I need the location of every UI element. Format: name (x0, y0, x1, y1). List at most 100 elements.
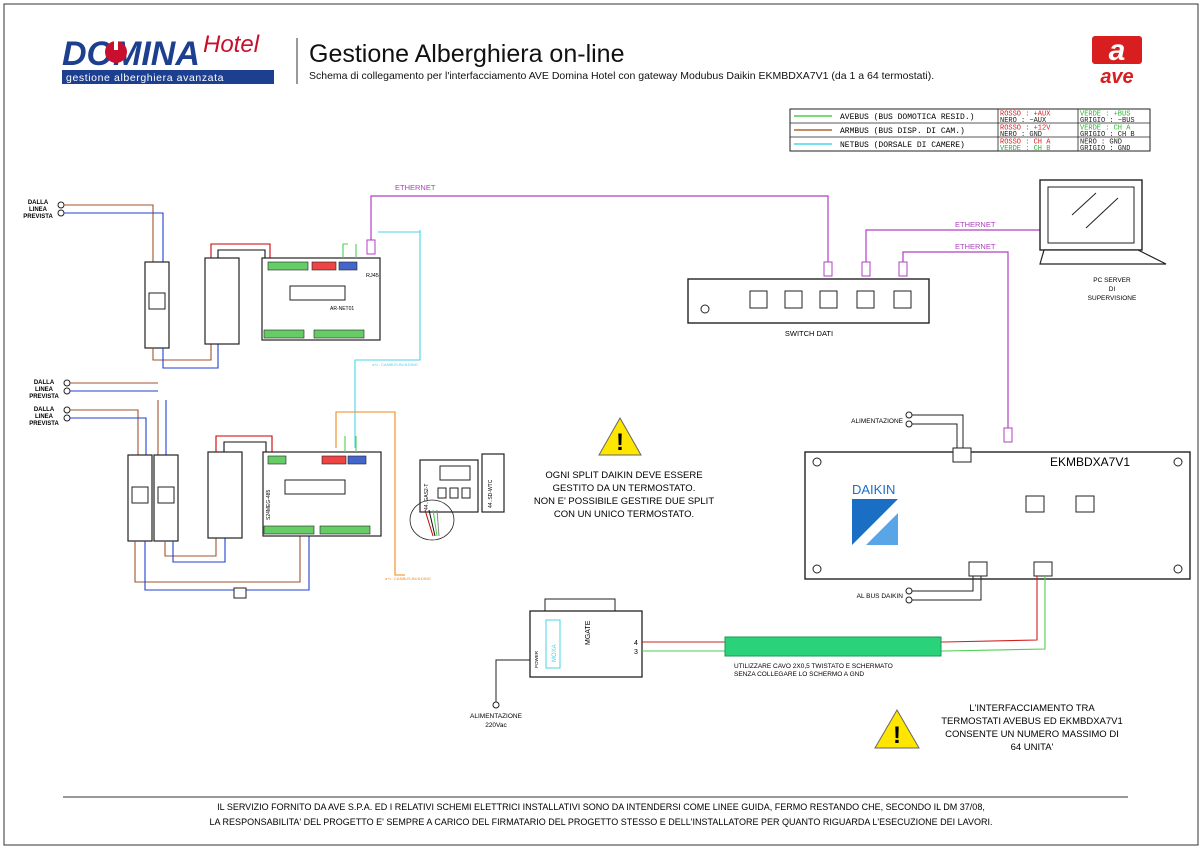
pc-server-label-2: DI (1109, 286, 1116, 293)
warning-2: ! L'INTERFACCIAMENTO TRA TERMOSTATI AVEB… (874, 703, 1123, 753)
legend-wire-color: GRIGIO : CH B (1080, 131, 1135, 139)
domina-hotel-logo: DOMINA Hotel gestione alberghiera avanza… (62, 31, 274, 84)
legend-wire-color: GRIGIO : GND (1080, 145, 1130, 153)
warning-icon (874, 709, 920, 749)
logo-power-icon (105, 41, 127, 63)
power-label: POWER (534, 650, 539, 668)
pc-server: PC SERVER DI SUPERVISIONE (1039, 179, 1167, 302)
warning-icon (598, 416, 642, 456)
daikin-modbus-terminal (1033, 561, 1053, 577)
switch-port-4 (856, 290, 875, 309)
legend-wire-color: ROSSO : +AUX (1000, 111, 1051, 119)
dalla-2-line1: DALLA (34, 380, 55, 386)
page-subtitle: Schema di collegamento per l'interfaccia… (309, 70, 934, 82)
daikin-power: ALIMENTAZIONE AL BUS DAIKIN (851, 411, 982, 604)
thermostats: 44..GAS2-T 44..SD-WTC (409, 453, 505, 541)
logo-tagline-bar (62, 70, 274, 84)
warning-icon-glyph: ! (616, 429, 624, 456)
thermostat-module-b (481, 453, 505, 513)
alimentazione-2-line2: 220Vac (485, 722, 507, 729)
legend-wire-color: VERDE : CH A (1080, 125, 1131, 133)
ekmbdxa7v1-gateway: EKMBDXA7V1 DAIKIN (804, 447, 1191, 580)
dalla-3-line2: LINEA (35, 414, 54, 420)
legend-wire-color: GRIGIO : −BUS (1080, 117, 1135, 125)
legend-cable-name: NETBUS (DORSALE DI CAMERE) (840, 141, 965, 150)
switch-led (700, 304, 710, 314)
warning-icon-glyph: ! (893, 722, 901, 749)
ave-logo-badge (1092, 36, 1142, 64)
pc-screen (1047, 186, 1135, 244)
daikin-bus-terminal (968, 561, 988, 577)
dalla-3-line1: DALLA (34, 407, 55, 413)
rj45-plug-2 (823, 261, 833, 277)
legend-wire-color: ROSSO : CH A (1000, 139, 1051, 147)
s24meg-label: S24MEG-485 (266, 489, 272, 520)
legend-wire-color: VERDE : +BUS (1080, 111, 1130, 119)
warning-1-line2: GESTITO DA UN TERMOSTATO. (553, 483, 696, 494)
ave-logo-text: ave (1100, 66, 1133, 88)
mgate-converter: MOXA MGATE POWER 4 3 UTILIZZARE CAVO 2X0… (470, 576, 1046, 729)
legend-cable-name: ARMBUS (BUS DISP. DI CAM.) (840, 127, 965, 136)
switch-body (687, 278, 930, 324)
twisted-cable (724, 636, 942, 657)
daikin-power-terminal (952, 447, 972, 463)
legend-cable-name: AVEBUS (BUS DOMOTICA RESID.) (840, 113, 974, 122)
page-title: Gestione Alberghiera on-line (309, 40, 624, 68)
ar-net01-module (261, 257, 381, 341)
mgate-label: MGATE (585, 620, 592, 645)
dalla-1-line3: PREVISTA (23, 214, 53, 220)
warning-2-line4: 64 UNITA' (1011, 742, 1054, 753)
ave-logo: a ave (1092, 34, 1142, 88)
bottom-supply: DALLA LINEA PREVISTA DALLA LINEA PREVIST… (29, 379, 382, 599)
dalla-1-line1: DALLA (28, 200, 49, 206)
legend-wire-color: NERO : −AUX (1000, 117, 1047, 125)
rj45-plug-3 (861, 261, 871, 277)
pin-3-label: 3 (634, 649, 638, 656)
rj45-plug-1 (366, 239, 376, 255)
cable-note-line1: UTILIZZARE CAVO 2X0,5 TWISTATO E SCHERMA… (734, 663, 893, 670)
ar-net01-label: AR-NET01 (330, 306, 354, 312)
netbus-cable (354, 230, 421, 448)
warning-2-line3: CONSENTE UN NUMERO MASSIMO DI (945, 729, 1119, 740)
pc-server-label-1: PC SERVER (1093, 277, 1131, 284)
ethernet-label-3: ETHERNET (955, 242, 996, 251)
warning-1-line4: CON UN UNICO TERMOSTATO. (554, 509, 694, 520)
al-bus-daikin-label: AL BUS DAIKIN (857, 593, 904, 600)
legend-wire-color: NERO : GND (1080, 139, 1122, 147)
warning-2-line2: TERMOSTATI AVEBUS ED EKMBDXA7V1 (941, 716, 1123, 727)
rj45-label: RJ45 (366, 273, 379, 279)
ave-logo-letter: a (1109, 34, 1126, 67)
armbus-cable (335, 411, 405, 576)
dalla-3-line3: PREVISTA (29, 421, 59, 427)
switch-port-1 (749, 290, 768, 309)
rj45-plugs (366, 239, 1013, 443)
armbus-cable-label: a+L. CANBUS-BUILDING (385, 576, 431, 581)
daikin-label: DAIKIN (852, 482, 895, 497)
switch-port-2 (784, 290, 803, 309)
switch-port-3 (819, 290, 838, 309)
alimentazione-1-label: ALIMENTAZIONE (851, 418, 904, 425)
cable-legend: AVEBUS (BUS DOMOTICA RESID.) ROSSO : +AUX… (789, 108, 1151, 153)
psu-2 (207, 451, 243, 539)
rj45-plug-4 (898, 261, 908, 277)
logo-power-icon-bar (114, 38, 118, 50)
switch-label: SWITCH DATI (785, 329, 833, 338)
logo-tagline: gestione alberghiera avanzata (66, 72, 224, 84)
warning-1-line3: NON E' POSSIBILE GESTIRE DUE SPLIT (534, 496, 714, 507)
legend-wire-color: NERO : GND (1000, 131, 1042, 139)
legend-wire-color: ROSSO : +12V (1000, 125, 1051, 133)
alimentazione-2-line1: ALIMENTAZIONE (470, 713, 523, 720)
page-border (3, 3, 1199, 846)
logo-main-text: DOMINA (62, 35, 200, 73)
dalla-2-line2: LINEA (35, 387, 54, 393)
warning-2-line1: L'INTERFACCIAMENTO TRA (969, 703, 1095, 714)
netbus-cable-label: a+L. CANBUS-BUILDING (372, 362, 418, 367)
switch-port-5 (893, 290, 912, 309)
psu-1 (204, 257, 240, 345)
top-supply: DALLA LINEA PREVISTA AR-NET01 RJ45 (23, 200, 381, 369)
warning-1-line1: OGNI SPLIT DAIKIN DEVE ESSERE (545, 470, 702, 481)
cable-note-line2: SENZA COLLEGARE LO SCHERMO A GND (734, 671, 864, 678)
dalla-2-line3: PREVISTA (29, 394, 59, 400)
